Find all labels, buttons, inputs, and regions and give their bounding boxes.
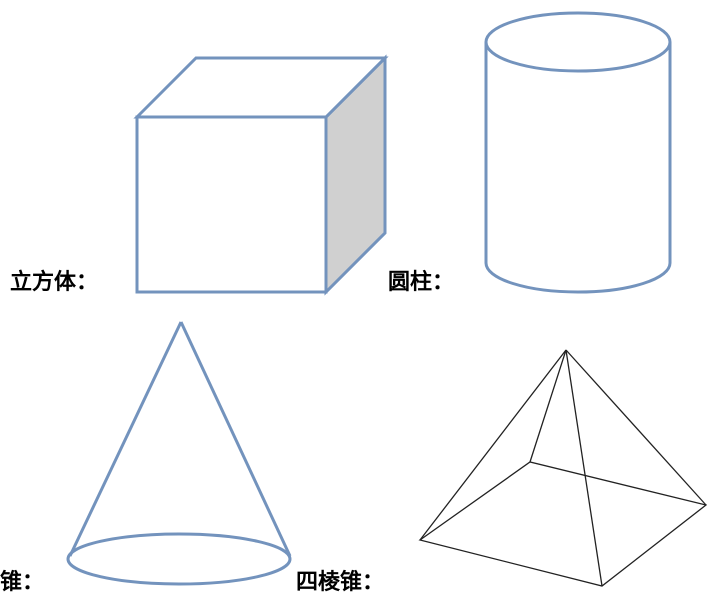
cylinder-label: 圆柱： — [388, 270, 455, 295]
cube-front-face — [135, 115, 328, 294]
pyramid-figure — [418, 349, 707, 587]
cone-left-edge — [68, 321, 183, 557]
cube-label: 立方体： — [10, 270, 99, 295]
cylinder-top-ellipse — [484, 11, 672, 73]
pyramid-edge-back-right — [565, 349, 707, 506]
pyramid-base — [418, 461, 707, 587]
cylinder-body — [484, 42, 672, 294]
pyramid-edge-front-right — [565, 349, 603, 587]
cylinder-figure — [484, 11, 672, 294]
cone-right-edge — [179, 321, 292, 557]
pyramid-edge-back-left — [529, 349, 567, 463]
cone-base-ellipse — [66, 532, 292, 586]
pyramid-edge-front-left — [419, 349, 567, 541]
cube-figure — [133, 54, 389, 296]
cone-figure — [66, 321, 292, 586]
pyramid-label: 四棱锥： — [296, 570, 385, 595]
cone-label: 圆锥： — [0, 570, 45, 595]
